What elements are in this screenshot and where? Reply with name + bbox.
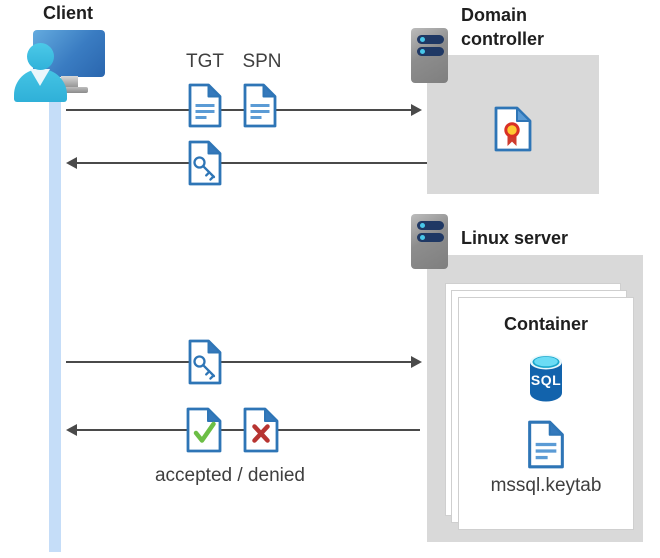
keytab-document-icon (528, 420, 564, 469)
client-lifeline (49, 84, 61, 552)
arrowhead-left-icon (66, 157, 77, 169)
arrow-dc-to-client (77, 162, 427, 164)
arrow-client-to-linux (66, 361, 412, 363)
spn-document-icon (243, 83, 277, 128)
key-document-icon (188, 339, 222, 385)
spn-label: SPN (242, 51, 282, 72)
person-collar-icon (30, 69, 50, 86)
server-icon (411, 28, 448, 83)
monitor-stand-base-icon (52, 87, 88, 93)
arrow-client-to-dc (66, 109, 412, 111)
domain-controller-title: Domain controller (461, 5, 545, 49)
certificate-icon (494, 106, 532, 152)
client-title: Client (42, 3, 93, 23)
arrowhead-right-icon (411, 356, 422, 368)
linux-server-title: Linux server (461, 228, 569, 248)
denied-document-icon (243, 407, 279, 453)
sql-label: SQL (530, 372, 562, 388)
key-document-icon (188, 140, 222, 186)
tgt-document-icon (188, 83, 222, 128)
container-title: Container (503, 314, 588, 334)
arrowhead-left-icon (66, 424, 77, 436)
server-icon (411, 214, 448, 269)
container-card: Container SQL mssql.keytab (458, 297, 634, 530)
accepted-document-icon (186, 407, 222, 453)
person-head-icon (27, 43, 54, 70)
sql-database-icon: SQL (527, 353, 565, 403)
arrowhead-right-icon (411, 104, 422, 116)
response-label: accepted / denied (154, 465, 305, 486)
tgt-label: TGT (186, 51, 224, 72)
keytab-filename: mssql.keytab (490, 475, 602, 496)
